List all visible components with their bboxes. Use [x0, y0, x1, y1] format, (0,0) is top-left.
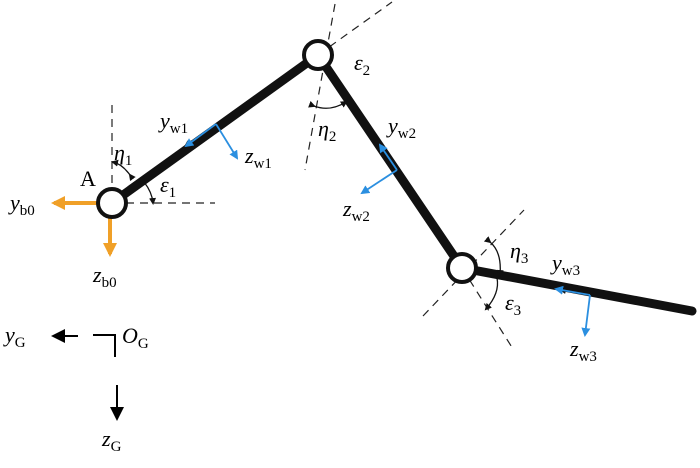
- label-yG: yG: [3, 322, 26, 351]
- label-zG: zG: [101, 426, 122, 455]
- joint-a: [96, 187, 128, 219]
- global-frame: [51, 329, 124, 421]
- guide-joint2-a: [304, 3, 336, 171]
- arc-eta1: [111, 159, 136, 182]
- arc-eps1: [138, 175, 157, 205]
- labels: A η1 ε1 yw1 zw1 ε2 η2 yw2 zw2 η3 ε3 yw3 …: [3, 50, 597, 455]
- arc-eta2: [308, 100, 348, 109]
- link-1: [107, 50, 323, 208]
- label-zb0: zb0: [92, 262, 117, 291]
- label-eta3: η3: [510, 238, 528, 267]
- yw1-axis: [184, 123, 217, 148]
- label-zw3: zw3: [569, 336, 597, 365]
- label-eta1: η1: [114, 140, 132, 169]
- label-joint-a: A: [80, 166, 96, 191]
- label-zw2: zw2: [342, 196, 370, 225]
- label-eps3: ε3: [505, 290, 521, 319]
- arm-links: [107, 50, 697, 316]
- yw2-axis: [378, 143, 398, 171]
- label-zw1: zw1: [244, 143, 272, 172]
- label-yw3: yw3: [550, 250, 580, 279]
- zw3-axis: [581, 294, 591, 337]
- arc-eps3: [484, 272, 500, 311]
- label-yw2: yw2: [386, 113, 416, 142]
- joints: [96, 39, 478, 284]
- zw1-axis: [215, 123, 239, 160]
- label-yw1: yw1: [158, 108, 188, 137]
- arc-eta3: [483, 236, 504, 277]
- label-eps1: ε1: [160, 172, 176, 201]
- label-OG: OG: [122, 323, 149, 352]
- label-eps2: ε2: [354, 50, 370, 79]
- label-yb0: yb0: [8, 190, 35, 219]
- zw2-axis: [360, 169, 398, 195]
- yw3-axis: [554, 285, 591, 296]
- label-eta2: η2: [318, 116, 336, 145]
- joint-2: [302, 39, 334, 71]
- angle-arcs: [111, 100, 504, 311]
- joint-3: [446, 252, 478, 284]
- local-axes: [184, 123, 591, 337]
- global-origin-corner: [93, 334, 116, 357]
